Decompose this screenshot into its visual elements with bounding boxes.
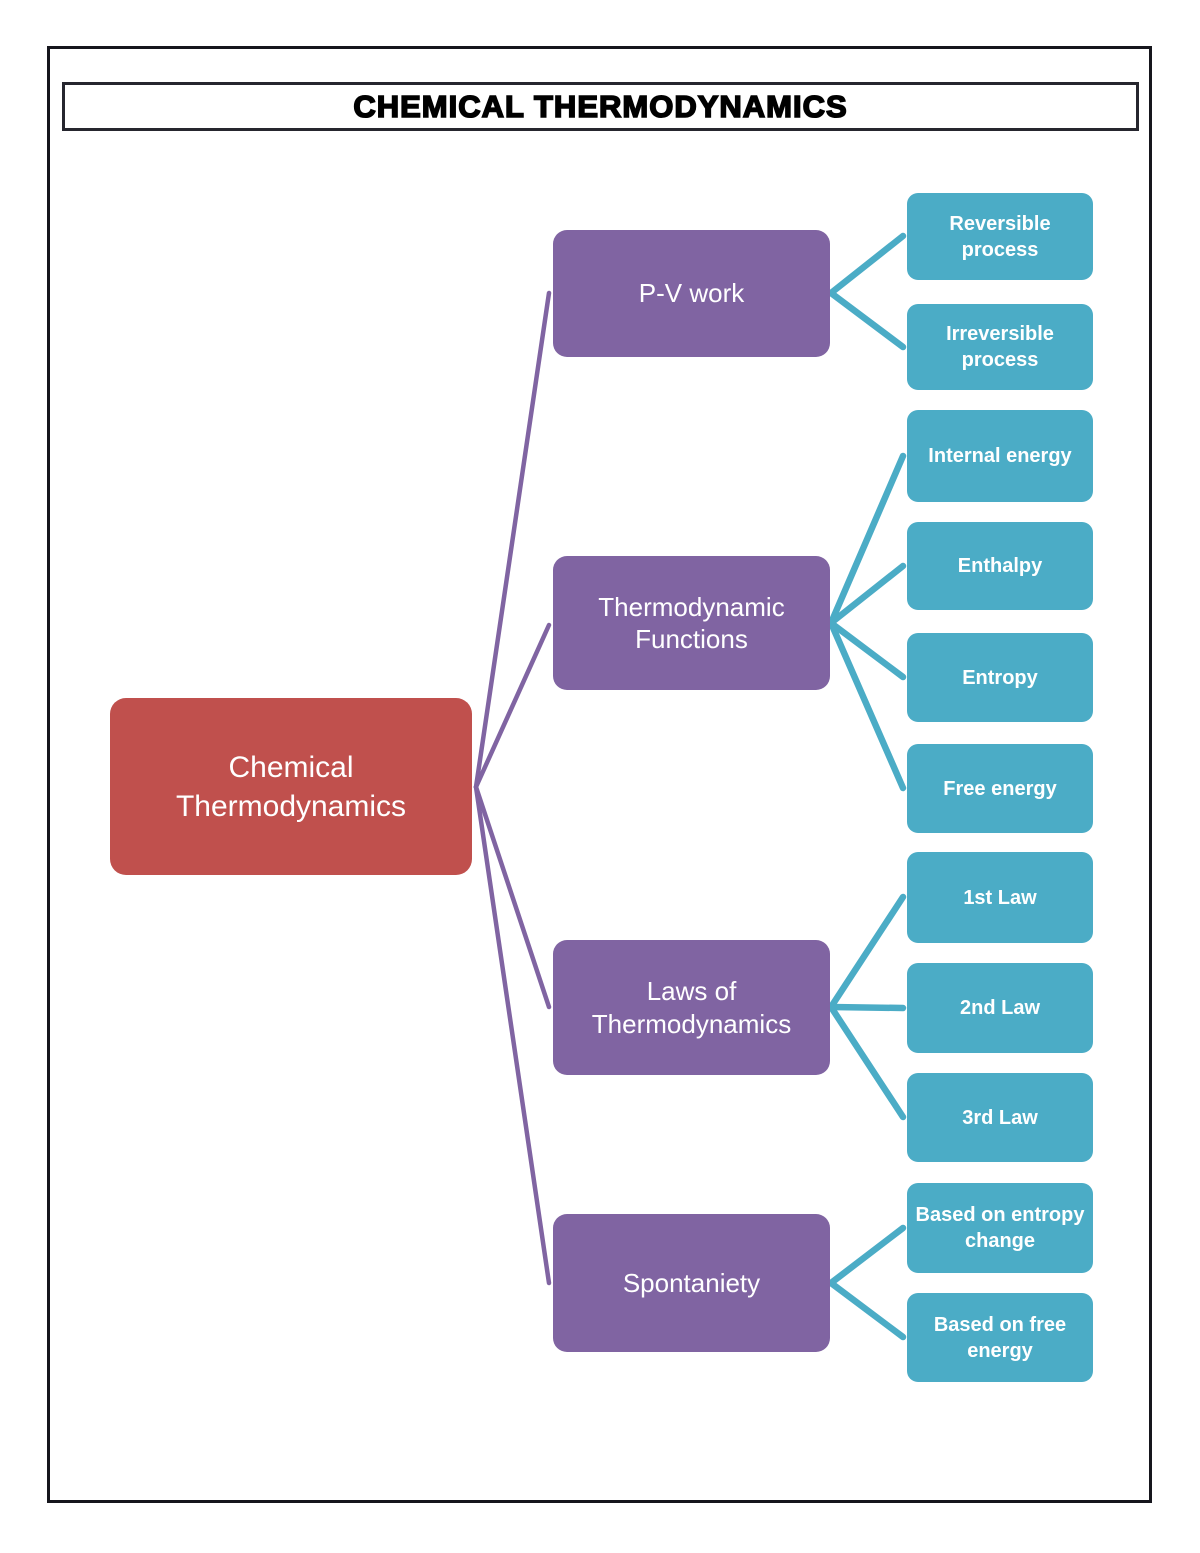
connector-root-to-pv-work [473, 290, 552, 790]
leaf-node-label: Reversible process [949, 212, 1051, 261]
branch-node-label: Spontaniety [622, 1267, 761, 1298]
leaf-node-based-on-entropy-change: Based on entropy change [907, 1183, 1093, 1273]
leaf-node-internal-energy: Internal energy [907, 410, 1093, 502]
root-node-chemical-thermodynamics: Chemical Thermodynamics [110, 698, 472, 875]
branch-node-laws-of-thermodynamics: Laws of Thermodynamics [553, 940, 830, 1075]
leaf-node-3rd-law: 3rd Law [907, 1073, 1093, 1162]
leaf-node-irreversible-process: Irreversible process [907, 304, 1093, 390]
leaf-connectors [827, 232, 907, 1341]
leaf-node-label: Based on free energy [933, 1313, 1067, 1362]
branch-connectors [473, 290, 552, 1286]
title-box: CHEMICAL THERMODYNAMICS [62, 82, 1139, 131]
page-frame-border [47, 46, 1152, 1503]
connector-spon-to-entropy-change [827, 1224, 907, 1287]
leaf-node-label: Free energy [943, 777, 1057, 800]
branch-node-label: P-V work [638, 278, 745, 309]
leaf-node-label: Enthalpy [957, 555, 1043, 577]
leaf-node-label: Internal energy [928, 445, 1072, 467]
leaf-node-free-energy: Free energy [907, 744, 1093, 833]
branch-node-thermodynamic-functions: Thermodynamic Functions [553, 556, 830, 690]
leaf-node-label: 1st Law [963, 886, 1037, 909]
connector-laws-to-3rd-law [827, 1003, 907, 1121]
connector-spon-to-free-energy [827, 1279, 907, 1341]
branch-node-pv-work: P-V work [553, 230, 830, 357]
connector-pv-to-reversible [827, 232, 907, 297]
root-node-label: Chemical Thermodynamics [175, 750, 407, 823]
leaf-node-label: Irreversible process [946, 323, 1054, 371]
connector-root-to-laws [473, 784, 552, 1010]
leaf-node-label: 2nd Law [959, 997, 1040, 1019]
connector-root-to-thermodynamic-functions [473, 622, 552, 790]
branch-node-spontaniety: Spontaniety [553, 1214, 830, 1352]
connector-tf-to-internal-energy [827, 452, 907, 627]
leaf-node-2nd-law: 2nd Law [907, 963, 1093, 1053]
connector-laws-to-2nd-law [827, 1003, 907, 1012]
connector-tf-to-entropy [827, 619, 907, 681]
leaf-node-label: Based on entropy change [915, 1204, 1085, 1252]
connector-laws-to-1st-law [827, 893, 907, 1011]
leaf-node-enthalpy: Enthalpy [907, 522, 1093, 610]
leaf-node-based-on-free-energy: Based on free energy [907, 1293, 1093, 1382]
branch-node-label: Thermodynamic Functions [598, 591, 785, 655]
leaf-node-entropy: Entropy [907, 633, 1093, 722]
connector-tf-to-enthalpy [827, 562, 907, 627]
leaf-node-reversible-process: Reversible process [907, 193, 1093, 280]
branch-node-label: Laws of Thermodynamics [591, 976, 792, 1039]
leaf-node-label: 3rd Law [962, 1106, 1038, 1129]
leaf-node-1st-law: 1st Law [907, 852, 1093, 943]
connector-root-to-spontaniety [473, 784, 552, 1286]
leaf-node-label: Entropy [962, 666, 1038, 689]
connector-tf-to-free-energy [827, 619, 907, 792]
page-title: CHEMICAL THERMODYNAMICS [353, 88, 848, 125]
connector-pv-to-irreversible [827, 289, 907, 351]
